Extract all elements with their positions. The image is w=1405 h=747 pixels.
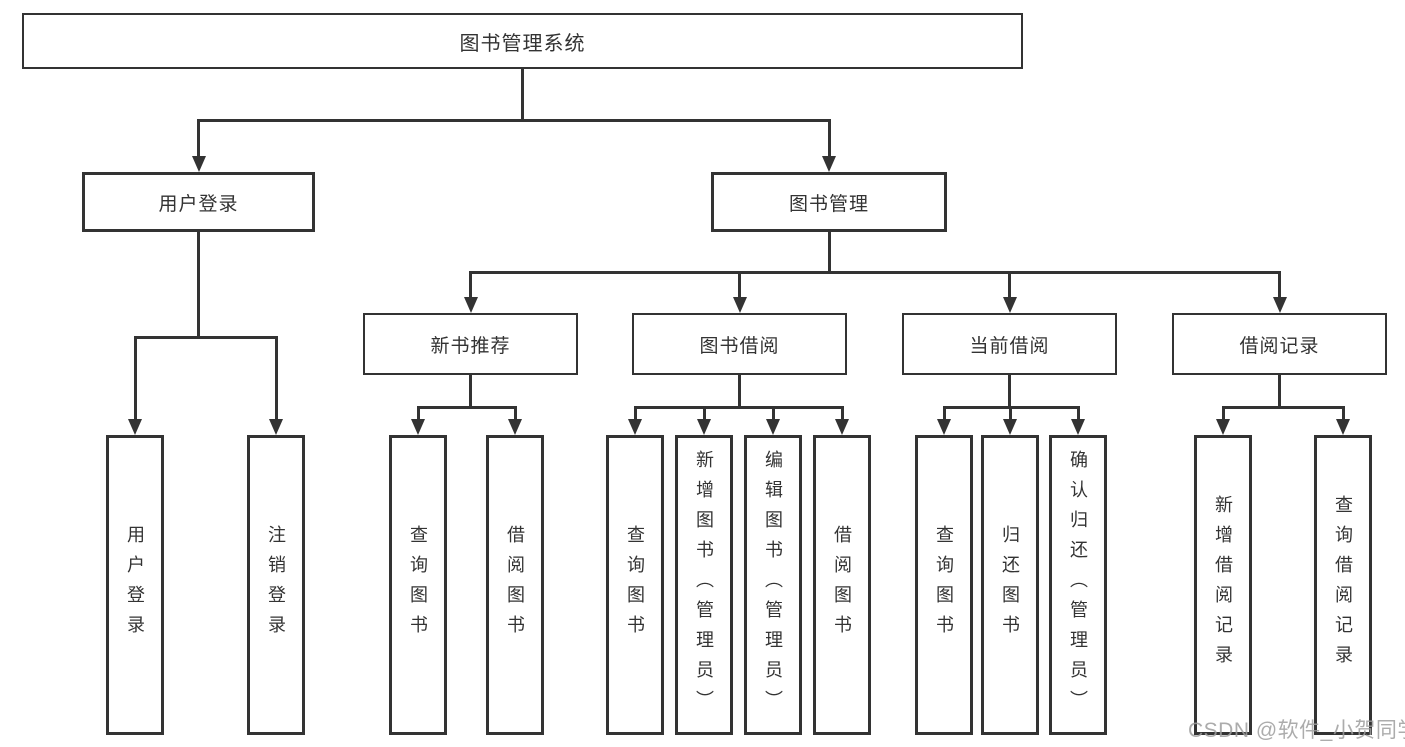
connector-rail	[633, 405, 844, 409]
node-leaf-user-login: 用户登录	[106, 435, 164, 735]
node-leaf-logout: 注销登录	[247, 435, 305, 735]
arrow-down-icon	[1071, 419, 1085, 435]
arrow-down-icon	[732, 297, 747, 313]
connector-drop	[469, 272, 472, 297]
connector-rail	[1221, 405, 1345, 409]
arrow-down-icon	[822, 156, 836, 172]
node-user-login: 用户登录	[82, 172, 315, 232]
node-leaf-bb-borrow: 借阅图书	[813, 435, 871, 735]
node-current-borrow: 当前借阅	[902, 313, 1117, 375]
node-leaf-cb-return: 归还图书	[981, 435, 1039, 735]
node-leaf-cb-confirm: 确认归还（管理员）	[1049, 435, 1107, 735]
connector-drop	[840, 407, 844, 419]
node-leaf-br-query: 查询借阅记录	[1314, 435, 1372, 735]
connector-drop	[1278, 272, 1281, 297]
connector-rail	[469, 270, 1281, 274]
connector-stem	[521, 69, 524, 122]
node-leaf-rec-query: 查询图书	[389, 435, 447, 735]
node-root: 图书管理系统	[22, 13, 1023, 69]
connector-rail	[416, 405, 517, 409]
node-borrow-records: 借阅记录	[1172, 313, 1387, 375]
arrow-down-icon	[269, 419, 283, 435]
node-leaf-bb-edit: 编辑图书（管理员）	[744, 435, 802, 735]
arrow-down-icon	[128, 419, 142, 435]
connector-stem	[197, 232, 200, 339]
node-book-mgmt: 图书管理	[711, 172, 947, 232]
watermark: CSDN @软件_小贺同学	[1188, 719, 1405, 742]
connector-stem	[827, 232, 831, 274]
node-leaf-rec-borrow: 借阅图书	[486, 435, 544, 735]
connector-drop	[416, 407, 420, 419]
node-book-borrow: 图书借阅	[632, 313, 847, 375]
arrow-down-icon	[835, 419, 849, 435]
arrow-down-icon	[1272, 297, 1287, 313]
connector-rail	[197, 118, 831, 122]
connector-drop	[133, 337, 137, 419]
connector-drop	[1008, 407, 1012, 419]
node-new-book-rec: 新书推荐	[363, 313, 578, 375]
connector-drop	[1221, 407, 1225, 419]
connector-stem	[469, 375, 472, 409]
connector-stem	[738, 375, 741, 409]
arrow-down-icon	[1216, 419, 1230, 435]
connector-drop	[1008, 272, 1011, 297]
connector-drop	[771, 407, 775, 419]
connector-drop	[633, 407, 637, 419]
node-leaf-bb-query: 查询图书	[606, 435, 664, 735]
connector-drop	[197, 120, 200, 156]
connector-drop	[1076, 407, 1080, 419]
arrow-down-icon	[766, 419, 780, 435]
connector-drop	[1341, 407, 1345, 419]
node-leaf-bb-add: 新增图书（管理员）	[675, 435, 733, 735]
connector-drop	[274, 337, 278, 419]
connector-rail	[133, 335, 278, 339]
connector-drop	[702, 407, 706, 419]
arrow-down-icon	[1336, 419, 1350, 435]
arrow-down-icon	[411, 419, 425, 435]
connector-drop	[738, 272, 741, 297]
arrow-down-icon	[191, 156, 206, 172]
node-leaf-br-add: 新增借阅记录	[1194, 435, 1252, 735]
connector-stem	[1278, 375, 1281, 409]
arrow-down-icon	[937, 419, 951, 435]
connector-stem	[1008, 375, 1011, 409]
arrow-down-icon	[697, 419, 711, 435]
arrow-down-icon	[463, 297, 478, 313]
arrow-down-icon	[628, 419, 642, 435]
connector-drop	[827, 120, 831, 156]
node-leaf-cb-query: 查询图书	[915, 435, 973, 735]
connector-drop	[942, 407, 946, 419]
arrow-down-icon	[1003, 419, 1017, 435]
arrow-down-icon	[1002, 297, 1017, 313]
connector-drop	[513, 407, 517, 419]
arrow-down-icon	[508, 419, 522, 435]
